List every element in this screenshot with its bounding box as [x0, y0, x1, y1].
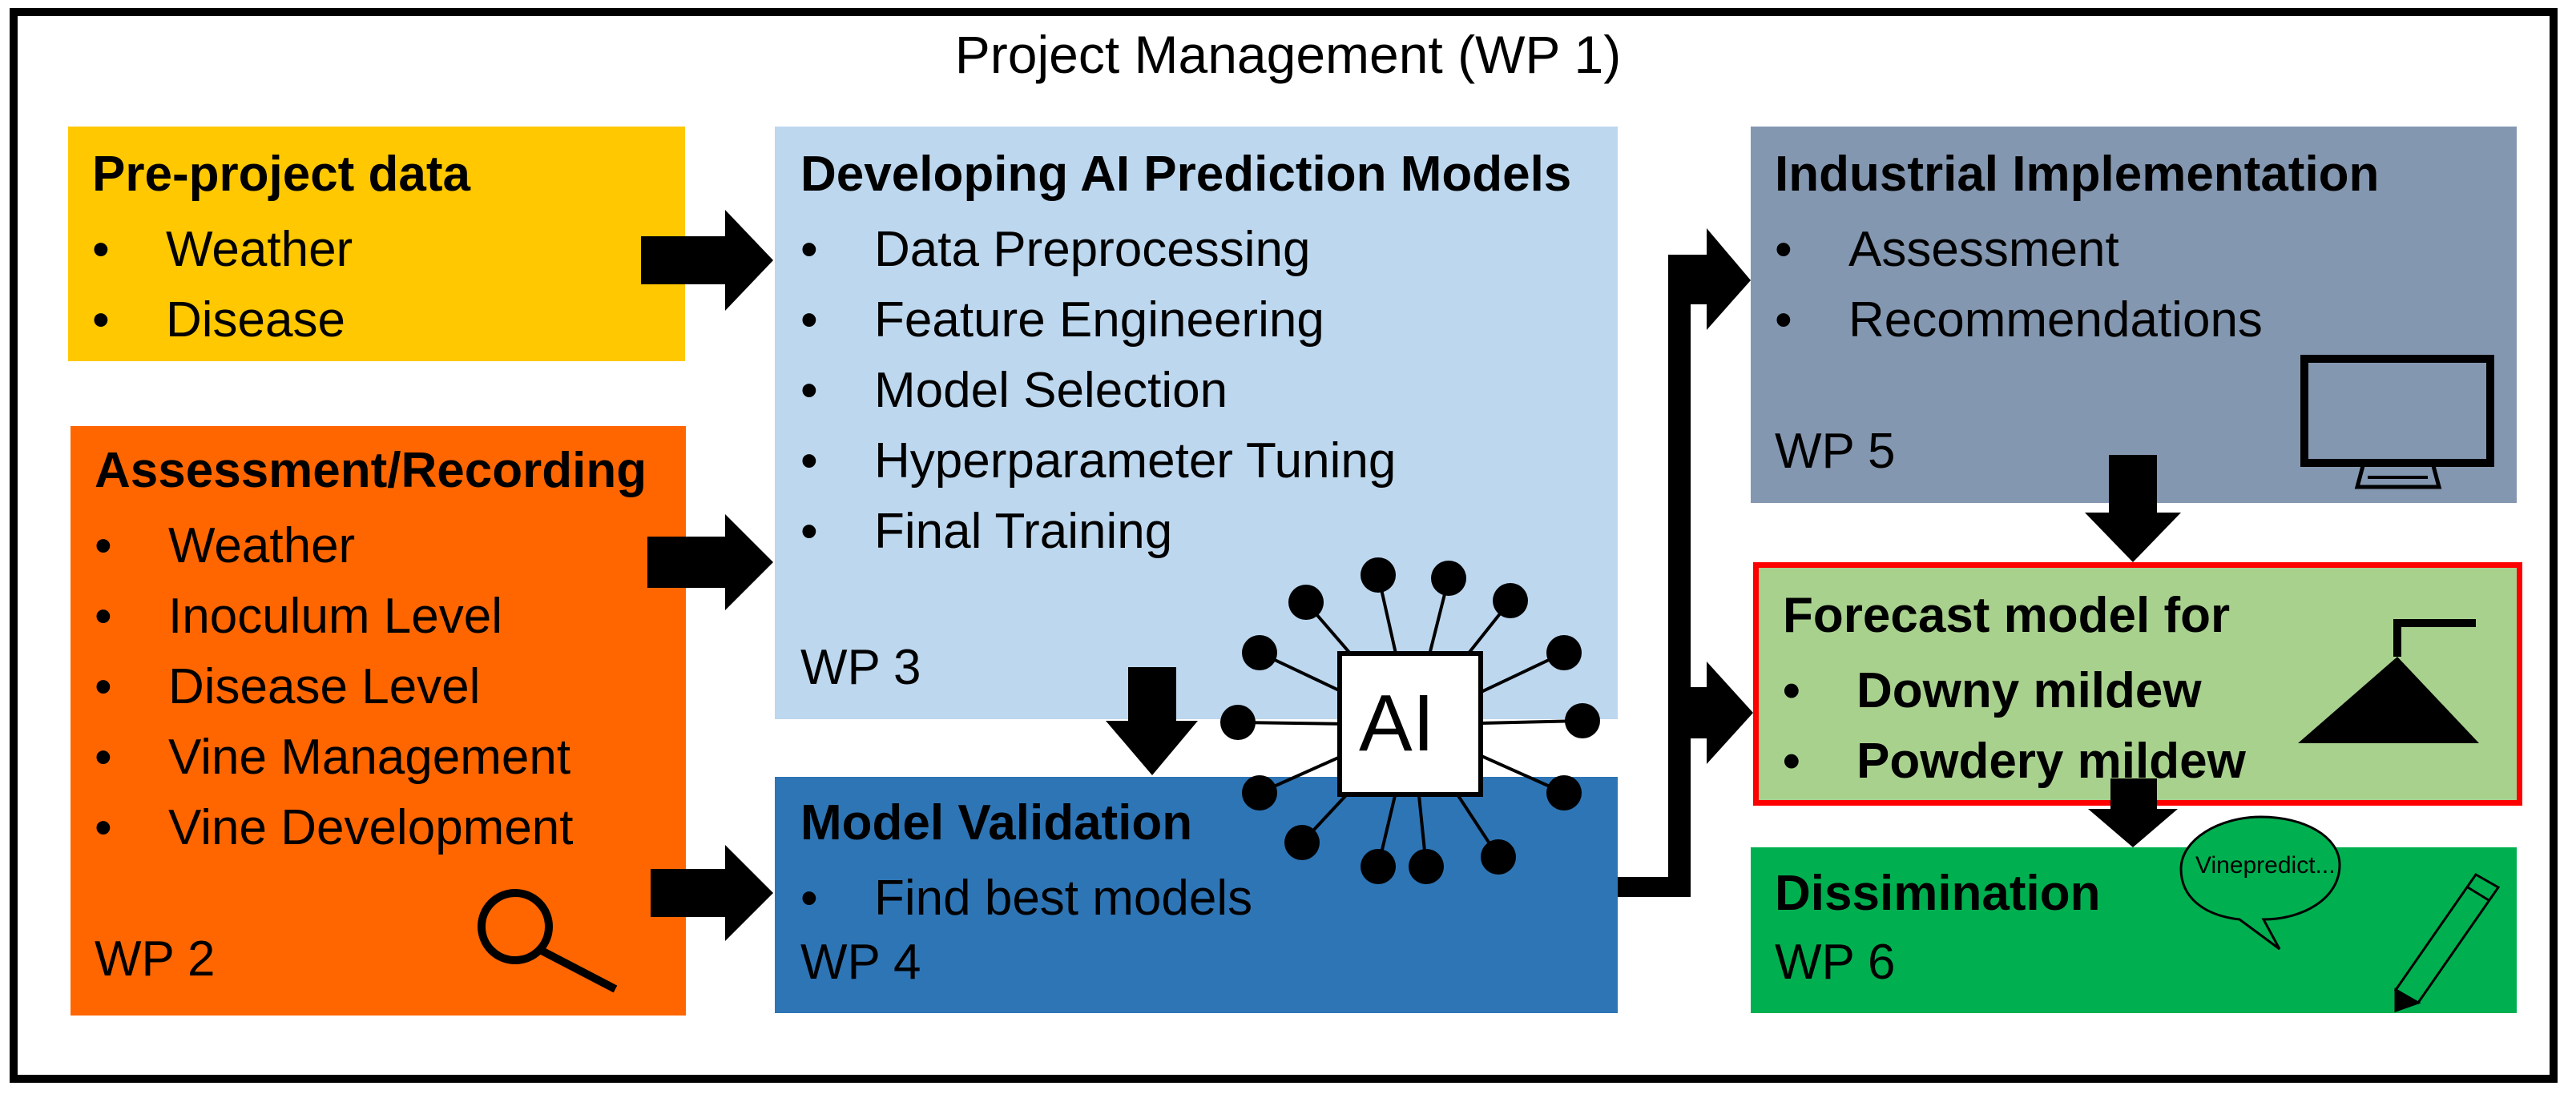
- connector-line: [1618, 228, 1751, 897]
- bubble-text: Vinepredict...: [2195, 852, 2336, 879]
- sprayer-icon: [2298, 619, 2479, 743]
- industrial-box: Industrial Implementation Assessment Rec…: [1751, 127, 2517, 503]
- neural-network-icon: [1220, 557, 1600, 884]
- list-item: Final Training: [800, 497, 1396, 567]
- assessment-box: Assessment/Recording Weather Inoculum Le…: [71, 426, 686, 1016]
- industrial-title: Industrial Implementation: [1775, 147, 2380, 202]
- pre-project-title: Pre-project data: [92, 147, 471, 202]
- assessment-title: Assessment/Recording: [95, 443, 647, 498]
- list-item: Recommendations: [1775, 285, 2263, 356]
- list-item: Weather: [95, 511, 574, 581]
- project-management-title: Project Management (WP 1): [954, 25, 1622, 84]
- arrow-down-icon: [2085, 455, 2181, 562]
- arrow-right-icon: [647, 514, 773, 610]
- list-item: Hyperparameter Tuning: [800, 426, 1396, 497]
- wp-label: WP 6: [1775, 935, 1896, 990]
- list-item: Vine Development: [95, 793, 574, 863]
- forecast-list: Downy mildew Powdery mildew: [1783, 656, 2246, 797]
- speech-bubble-icon: [2179, 815, 2341, 951]
- wp-label: WP 3: [800, 640, 921, 695]
- pre-project-box: Pre-project data Weather Disease: [68, 127, 685, 361]
- list-item: Weather: [92, 215, 353, 285]
- developing-box: Developing AI Prediction Models Data Pre…: [775, 127, 1618, 719]
- list-item: Assessment: [1775, 215, 2263, 285]
- arrow-right-icon: [1683, 662, 1753, 764]
- pencil-icon: [2393, 873, 2501, 1013]
- assessment-list: Weather Inoculum Level Disease Level Vin…: [95, 511, 574, 863]
- list-item: Feature Engineering: [800, 285, 1396, 356]
- magnifier-icon: [478, 889, 618, 993]
- ai-label: AI: [1359, 678, 1435, 768]
- wp-label: WP 2: [95, 931, 216, 987]
- dissemination-box: Dissimination WP 6: [1751, 847, 2517, 1013]
- wp-label: WP 5: [1775, 424, 1896, 479]
- industrial-list: Assessment Recommendations: [1775, 215, 2263, 356]
- dissemination-title: Dissimination: [1775, 866, 2101, 921]
- arrow-right-icon: [641, 210, 773, 311]
- list-item: Disease Level: [95, 652, 574, 722]
- list-item: Data Preprocessing: [800, 215, 1396, 285]
- wp-label: WP 4: [800, 935, 921, 990]
- developing-list: Data Preprocessing Feature Engineering M…: [800, 215, 1396, 567]
- arrow-right-icon: [651, 845, 773, 941]
- pre-project-list: Weather Disease: [92, 215, 353, 356]
- list-item: Disease: [92, 285, 353, 356]
- monitor-icon: [2300, 355, 2494, 489]
- validation-list: Find best models: [800, 863, 1252, 934]
- list-item: Downy mildew: [1783, 656, 2246, 726]
- arrow-down-icon: [1106, 667, 1198, 775]
- list-item: Vine Management: [95, 722, 574, 793]
- list-item: Find best models: [800, 863, 1252, 934]
- list-item: Model Selection: [800, 356, 1396, 426]
- list-item: Inoculum Level: [95, 581, 574, 652]
- validation-box: Model Validation Find best models WP 4: [775, 777, 1618, 1013]
- list-item: Powdery mildew: [1783, 726, 2246, 797]
- forecast-title: Forecast model for: [1783, 588, 2231, 643]
- validation-title: Model Validation: [800, 795, 1193, 851]
- arrow-down-icon: [2088, 778, 2178, 847]
- developing-title: Developing AI Prediction Models: [800, 147, 1572, 202]
